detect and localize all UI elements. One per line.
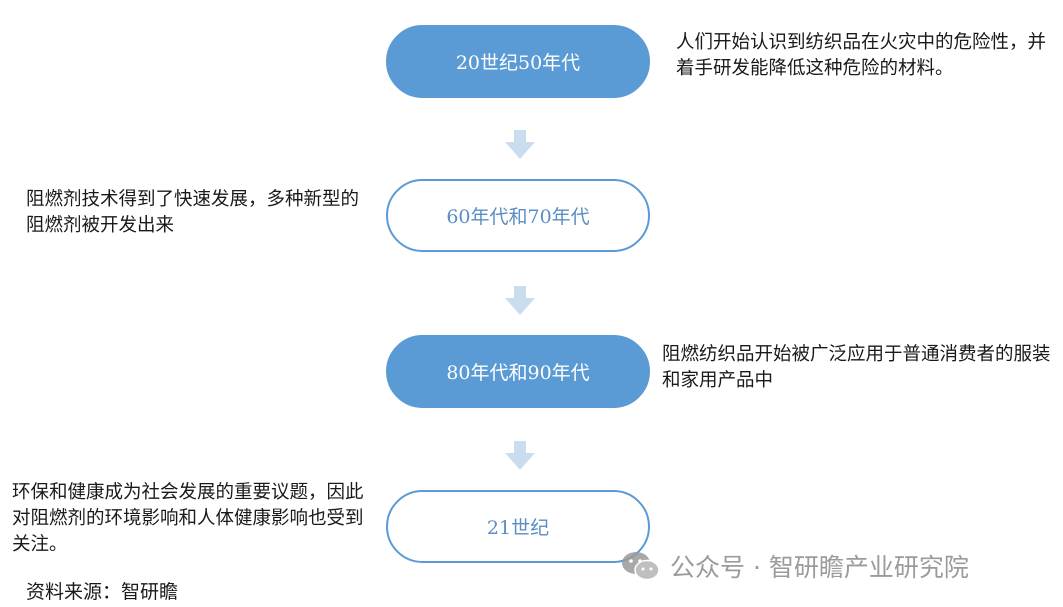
stage-1950s-label: 20世纪50年代	[455, 52, 581, 74]
note-21st-century: 环保和健康成为社会发展的重要议题，因此对阻燃剂的环境影响和人体健康影响也受到关注…	[12, 482, 364, 555]
down-arrow-icon	[505, 441, 535, 470]
stage-1960s-1970s-label: 60年代和70年代	[446, 206, 590, 228]
note-1960s-1970s: 阻燃剂技术得到了快速发展，多种新型的阻燃剂被开发出来	[26, 189, 360, 236]
stage-1950s: 20世纪50年代	[386, 25, 650, 98]
note-1980s-1990s: 阻燃纺织品开始被广泛应用于普通消费者的服装和家用产品中	[662, 344, 1051, 391]
source-caption: 资料来源：智研瞻	[26, 581, 179, 603]
stage-1980s-1990s-label: 80年代和90年代	[446, 362, 590, 384]
wechat-icon	[622, 552, 660, 581]
down-arrow-icon	[505, 130, 535, 159]
watermark-text: 公众号 · 智研瞻产业研究院	[670, 553, 969, 582]
watermark: 公众号 · 智研瞻产业研究院	[620, 548, 969, 584]
note-1950s: 人们开始认识到纺织品在火灾中的危险性，并着手研发能降低这种危险的材料。	[676, 32, 1047, 79]
stage-1980s-1990s: 80年代和90年代	[386, 335, 650, 408]
stage-21st-century: 21世纪	[386, 490, 650, 563]
down-arrow-icon	[505, 286, 535, 315]
stage-1960s-1970s: 60年代和70年代	[386, 179, 650, 252]
stage-21st-century-label: 21世纪	[486, 517, 550, 539]
